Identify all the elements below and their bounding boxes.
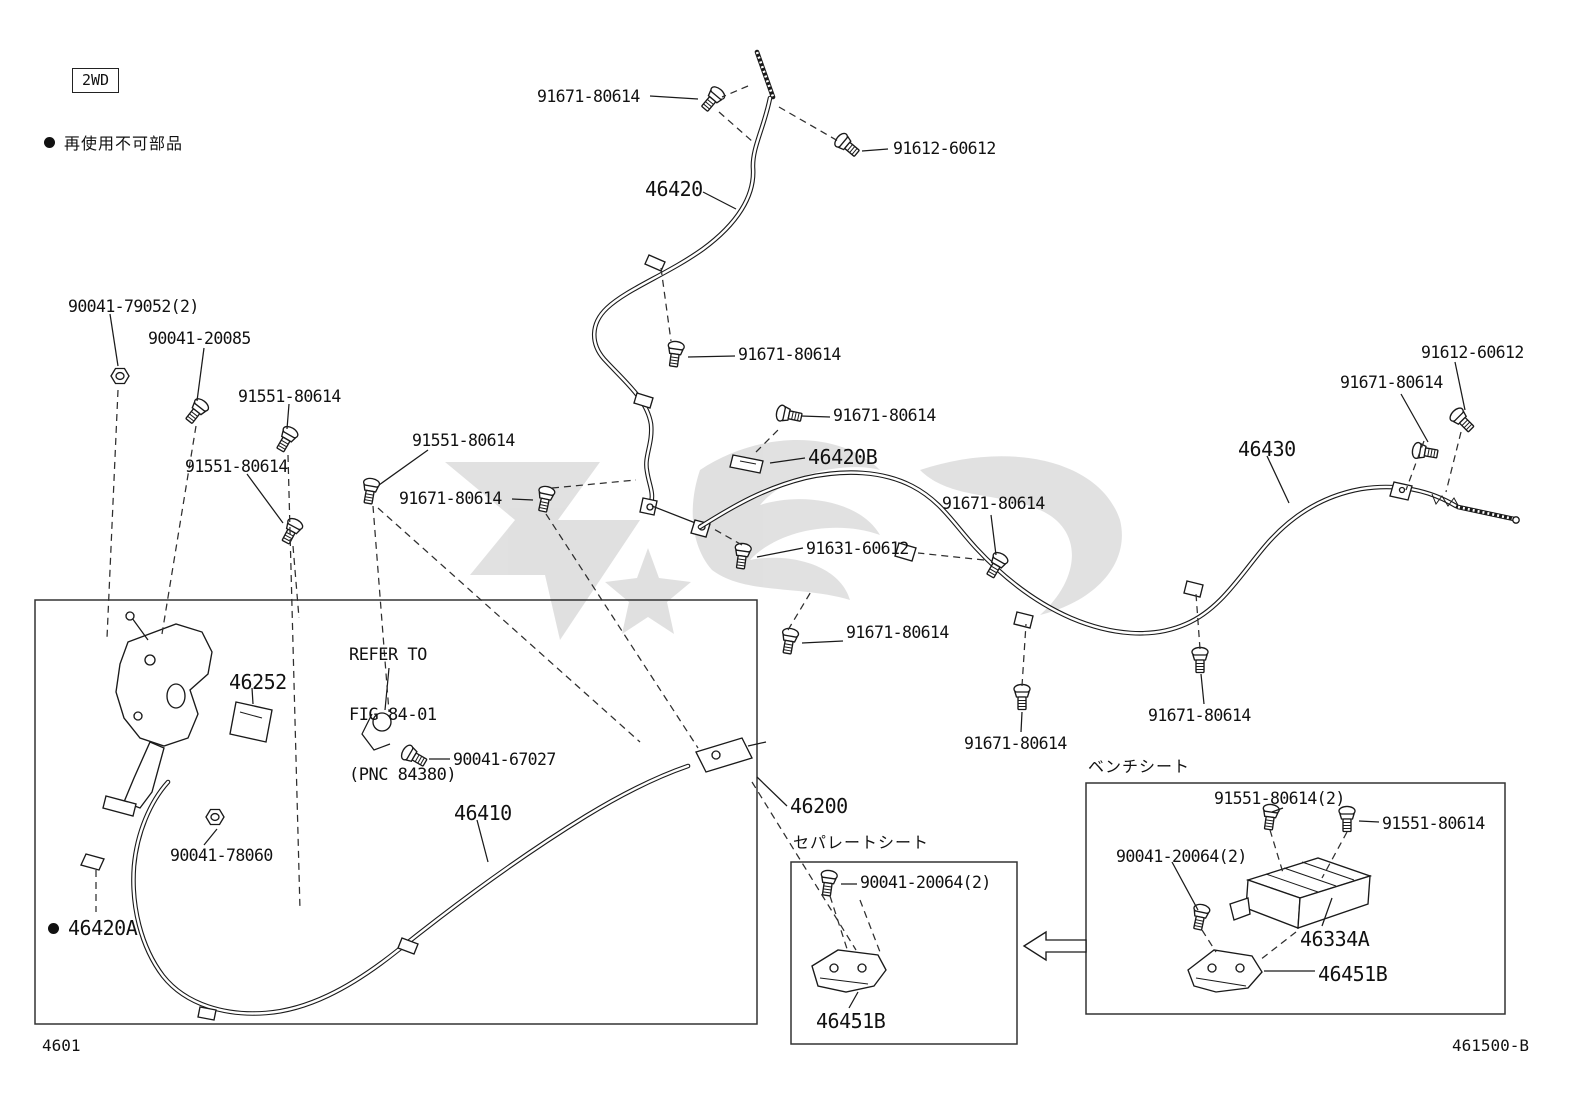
legend-nonreusable: 再使用不可部品 bbox=[44, 130, 183, 154]
part-label-91551-80614-bench: 91551-80614 bbox=[1382, 814, 1485, 833]
part-label-91671-80614-j: 91671-80614 bbox=[964, 734, 1067, 753]
pedal-assembly-46252 bbox=[80, 611, 273, 871]
part-label-46200: 46200 bbox=[790, 794, 848, 818]
leader-lines bbox=[109, 95, 1466, 1009]
clamp-46420b-part bbox=[729, 454, 764, 474]
part-label-46252: 46252 bbox=[229, 670, 287, 694]
nut-icon bbox=[110, 367, 130, 385]
legend-text: 再使用不可部品 bbox=[64, 134, 184, 153]
cable-clamp bbox=[894, 542, 917, 562]
equalizer-46200 bbox=[695, 737, 767, 773]
cable-clamp bbox=[633, 392, 654, 409]
pad-46252-part bbox=[229, 701, 273, 743]
bench-bracket-46451b bbox=[1187, 949, 1263, 993]
pedal-detail-box bbox=[34, 599, 758, 1025]
refer-clip-part bbox=[361, 712, 392, 751]
cable-spring bbox=[1431, 493, 1460, 508]
cable-clamp bbox=[1183, 580, 1204, 598]
part-label-46420a-text: 46420A bbox=[68, 916, 138, 940]
separate-seat-bracket-46451b bbox=[811, 949, 887, 993]
cable-46410 bbox=[131, 763, 691, 1021]
drive-type-badge: 2WD bbox=[72, 68, 120, 93]
frames bbox=[34, 599, 1506, 1045]
part-label-90041-20064-bench: 90041-20064(2) bbox=[1116, 847, 1247, 866]
nonreusable-dot-icon bbox=[44, 136, 55, 148]
refer-note: REFER TO FIG 84-01 (PNC 84380) bbox=[349, 605, 457, 805]
bolt-icon bbox=[664, 339, 686, 369]
bolt-icon bbox=[817, 868, 839, 898]
cable-clamp bbox=[397, 937, 419, 955]
nut-icon bbox=[205, 808, 225, 826]
section-title-separate-seat: セパレートシート bbox=[793, 833, 930, 852]
part-label-91671-80614: 91671-80614 bbox=[537, 87, 640, 106]
cable-clamp bbox=[197, 1006, 217, 1021]
part-label-90041-67027: 90041-67027 bbox=[453, 750, 556, 769]
part-label-46420: 46420 bbox=[645, 177, 703, 201]
part-label-91671-80614-h: 91671-80614 bbox=[846, 623, 949, 642]
part-label-46430: 46430 bbox=[1238, 437, 1296, 461]
refer-note-line3: (PNC 84380) bbox=[349, 765, 457, 786]
part-label-91551-80614-b: 91551-80614 bbox=[412, 431, 515, 450]
refer-note-line2: FIG 84-01 bbox=[349, 705, 437, 726]
cable-clamp bbox=[644, 254, 666, 272]
footer-figure-code: 461500-B bbox=[1452, 1036, 1530, 1055]
bolt-icon bbox=[831, 130, 863, 161]
part-label-91671-80614-i: 91671-80614 bbox=[1148, 706, 1251, 725]
clip-46420a-part bbox=[80, 853, 105, 871]
part-label-90041-20085: 90041-20085 bbox=[148, 329, 251, 348]
footer-page-code: 4601 bbox=[42, 1036, 81, 1055]
pedal-pad-part bbox=[102, 795, 137, 817]
arrow-left-icon bbox=[1022, 930, 1087, 962]
bolt-icon bbox=[774, 403, 804, 426]
screw-icon bbox=[1447, 405, 1478, 436]
bolt-icon bbox=[277, 515, 306, 547]
part-label-91671-80614-d: 91671-80614 bbox=[738, 345, 841, 364]
part-label-91612-60612: 91612-60612 bbox=[893, 139, 996, 158]
nonreusable-dot-icon bbox=[48, 922, 59, 934]
part-label-90041-78060: 90041-78060 bbox=[170, 846, 273, 865]
part-label-46334a: 46334A bbox=[1300, 927, 1370, 951]
part-label-46420b: 46420B bbox=[808, 445, 878, 469]
bolt-icon bbox=[778, 626, 800, 656]
part-label-46451b-bench: 46451B bbox=[1318, 962, 1388, 986]
part-label-91631-60612: 91631-60612 bbox=[806, 539, 909, 558]
section-title-bench-seat: ベンチシート bbox=[1088, 757, 1191, 776]
bolt-icon bbox=[1410, 441, 1440, 463]
screw-icon bbox=[1189, 902, 1212, 932]
cable-46420 bbox=[591, 49, 776, 516]
part-label-46410: 46410 bbox=[454, 801, 512, 825]
bolt-icon bbox=[697, 83, 728, 115]
part-label-91551-80614-c: 91551-80614 bbox=[185, 457, 288, 476]
bolt-icon bbox=[359, 476, 381, 506]
refer-note-line1: REFER TO bbox=[349, 645, 427, 666]
separate-seat-box bbox=[790, 861, 1018, 1045]
part-label-91551-80614-bench2: 91551-80614(2) bbox=[1214, 789, 1345, 808]
pedal-arm bbox=[123, 741, 165, 809]
bolt-icon bbox=[1338, 805, 1356, 833]
dashed-lines bbox=[95, 85, 1462, 961]
part-label-91671-80614-e: 91671-80614 bbox=[833, 406, 936, 425]
part-label-91551-80614-a: 91551-80614 bbox=[238, 387, 341, 406]
watermark bbox=[445, 440, 1122, 640]
part-label-91671-80614-r: 91671-80614 bbox=[1340, 373, 1443, 392]
part-label-91671-80614-f: 91671-80614 bbox=[399, 489, 502, 508]
part-label-91612-60612-r: 91612-60612 bbox=[1421, 343, 1524, 362]
part-label-90041-79052: 90041-79052(2) bbox=[68, 297, 199, 316]
cable-46430 bbox=[651, 470, 1520, 636]
part-label-46451b-sep: 46451B bbox=[816, 1009, 886, 1033]
bench-seat-box bbox=[1085, 782, 1506, 1015]
bolt-icon bbox=[1013, 683, 1031, 711]
part-label-46420a: 46420A bbox=[48, 916, 138, 940]
bolt-icon bbox=[1191, 646, 1209, 674]
part-label-91671-80614-g: 91671-80614 bbox=[942, 494, 1045, 513]
part-label-90041-20064-sep: 90041-20064(2) bbox=[860, 873, 991, 892]
cable-clamp bbox=[1013, 611, 1034, 629]
bench-cover-46334a bbox=[1229, 857, 1373, 929]
